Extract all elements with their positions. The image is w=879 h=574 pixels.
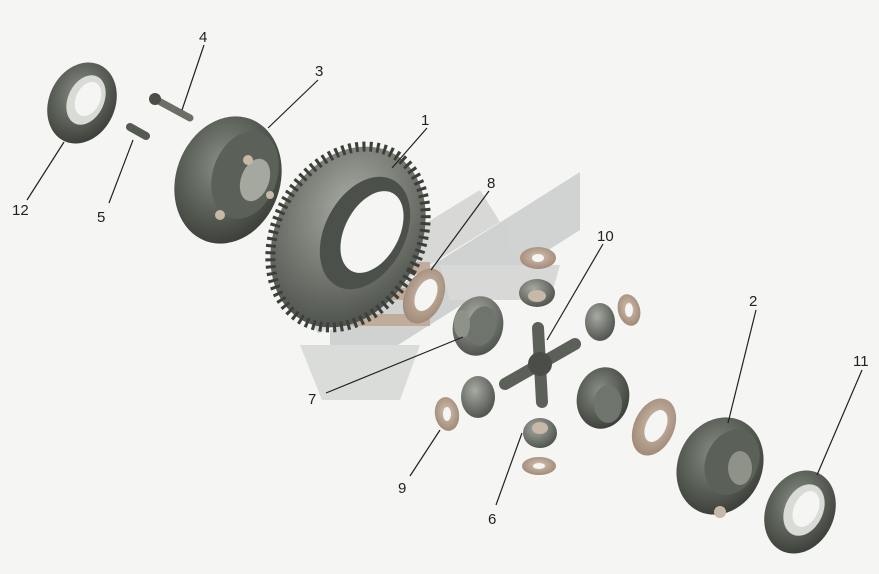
callout-6: 6 [488, 432, 523, 528]
pinion-washer-right [617, 294, 641, 326]
differential-case-half-right [676, 417, 764, 518]
svg-text:1: 1 [421, 112, 429, 129]
side-gear [452, 296, 504, 356]
svg-text:7: 7 [308, 391, 316, 408]
callout-4: 4 [181, 29, 207, 111]
callout-9: 9 [398, 429, 441, 497]
svg-text:9: 9 [398, 480, 406, 497]
pinion-gear-left [461, 376, 495, 418]
callout-2: 2 [727, 293, 757, 424]
pinion-gear-top [519, 279, 555, 307]
svg-text:4: 4 [199, 29, 207, 46]
callout-12: 12 [12, 141, 65, 219]
svg-text:2: 2 [749, 293, 757, 310]
callout-3: 3 [267, 63, 323, 129]
bearing-right [764, 470, 836, 554]
side-gear-right [576, 367, 630, 429]
callout-5: 5 [97, 139, 134, 226]
svg-text:5: 5 [97, 209, 105, 226]
svg-text:12: 12 [12, 202, 29, 219]
svg-text:6: 6 [488, 511, 496, 528]
pin [126, 123, 150, 140]
svg-text:8: 8 [487, 175, 495, 192]
callout-7: 7 [308, 336, 464, 408]
bolt [149, 93, 194, 122]
spider-cross [499, 322, 581, 408]
pinion-washer-bottom [522, 457, 556, 475]
thrust-washer-right [631, 398, 677, 456]
callout-11: 11 [816, 353, 869, 476]
svg-text:10: 10 [597, 228, 614, 245]
ring-gear [265, 141, 431, 333]
callout-10: 10 [546, 228, 614, 341]
callout-1: 1 [391, 112, 429, 169]
spherical-washer [434, 397, 460, 431]
differential-case-half-left [174, 116, 282, 244]
pinion-gear-bottom [523, 418, 557, 448]
thrust-washer [402, 268, 446, 324]
svg-text:3: 3 [315, 63, 323, 80]
pinion-gear-right [585, 303, 615, 341]
callout-8: 8 [430, 175, 495, 271]
bearing-left [47, 62, 117, 144]
pinion-washer-top [520, 247, 556, 269]
svg-text:11: 11 [853, 353, 869, 370]
